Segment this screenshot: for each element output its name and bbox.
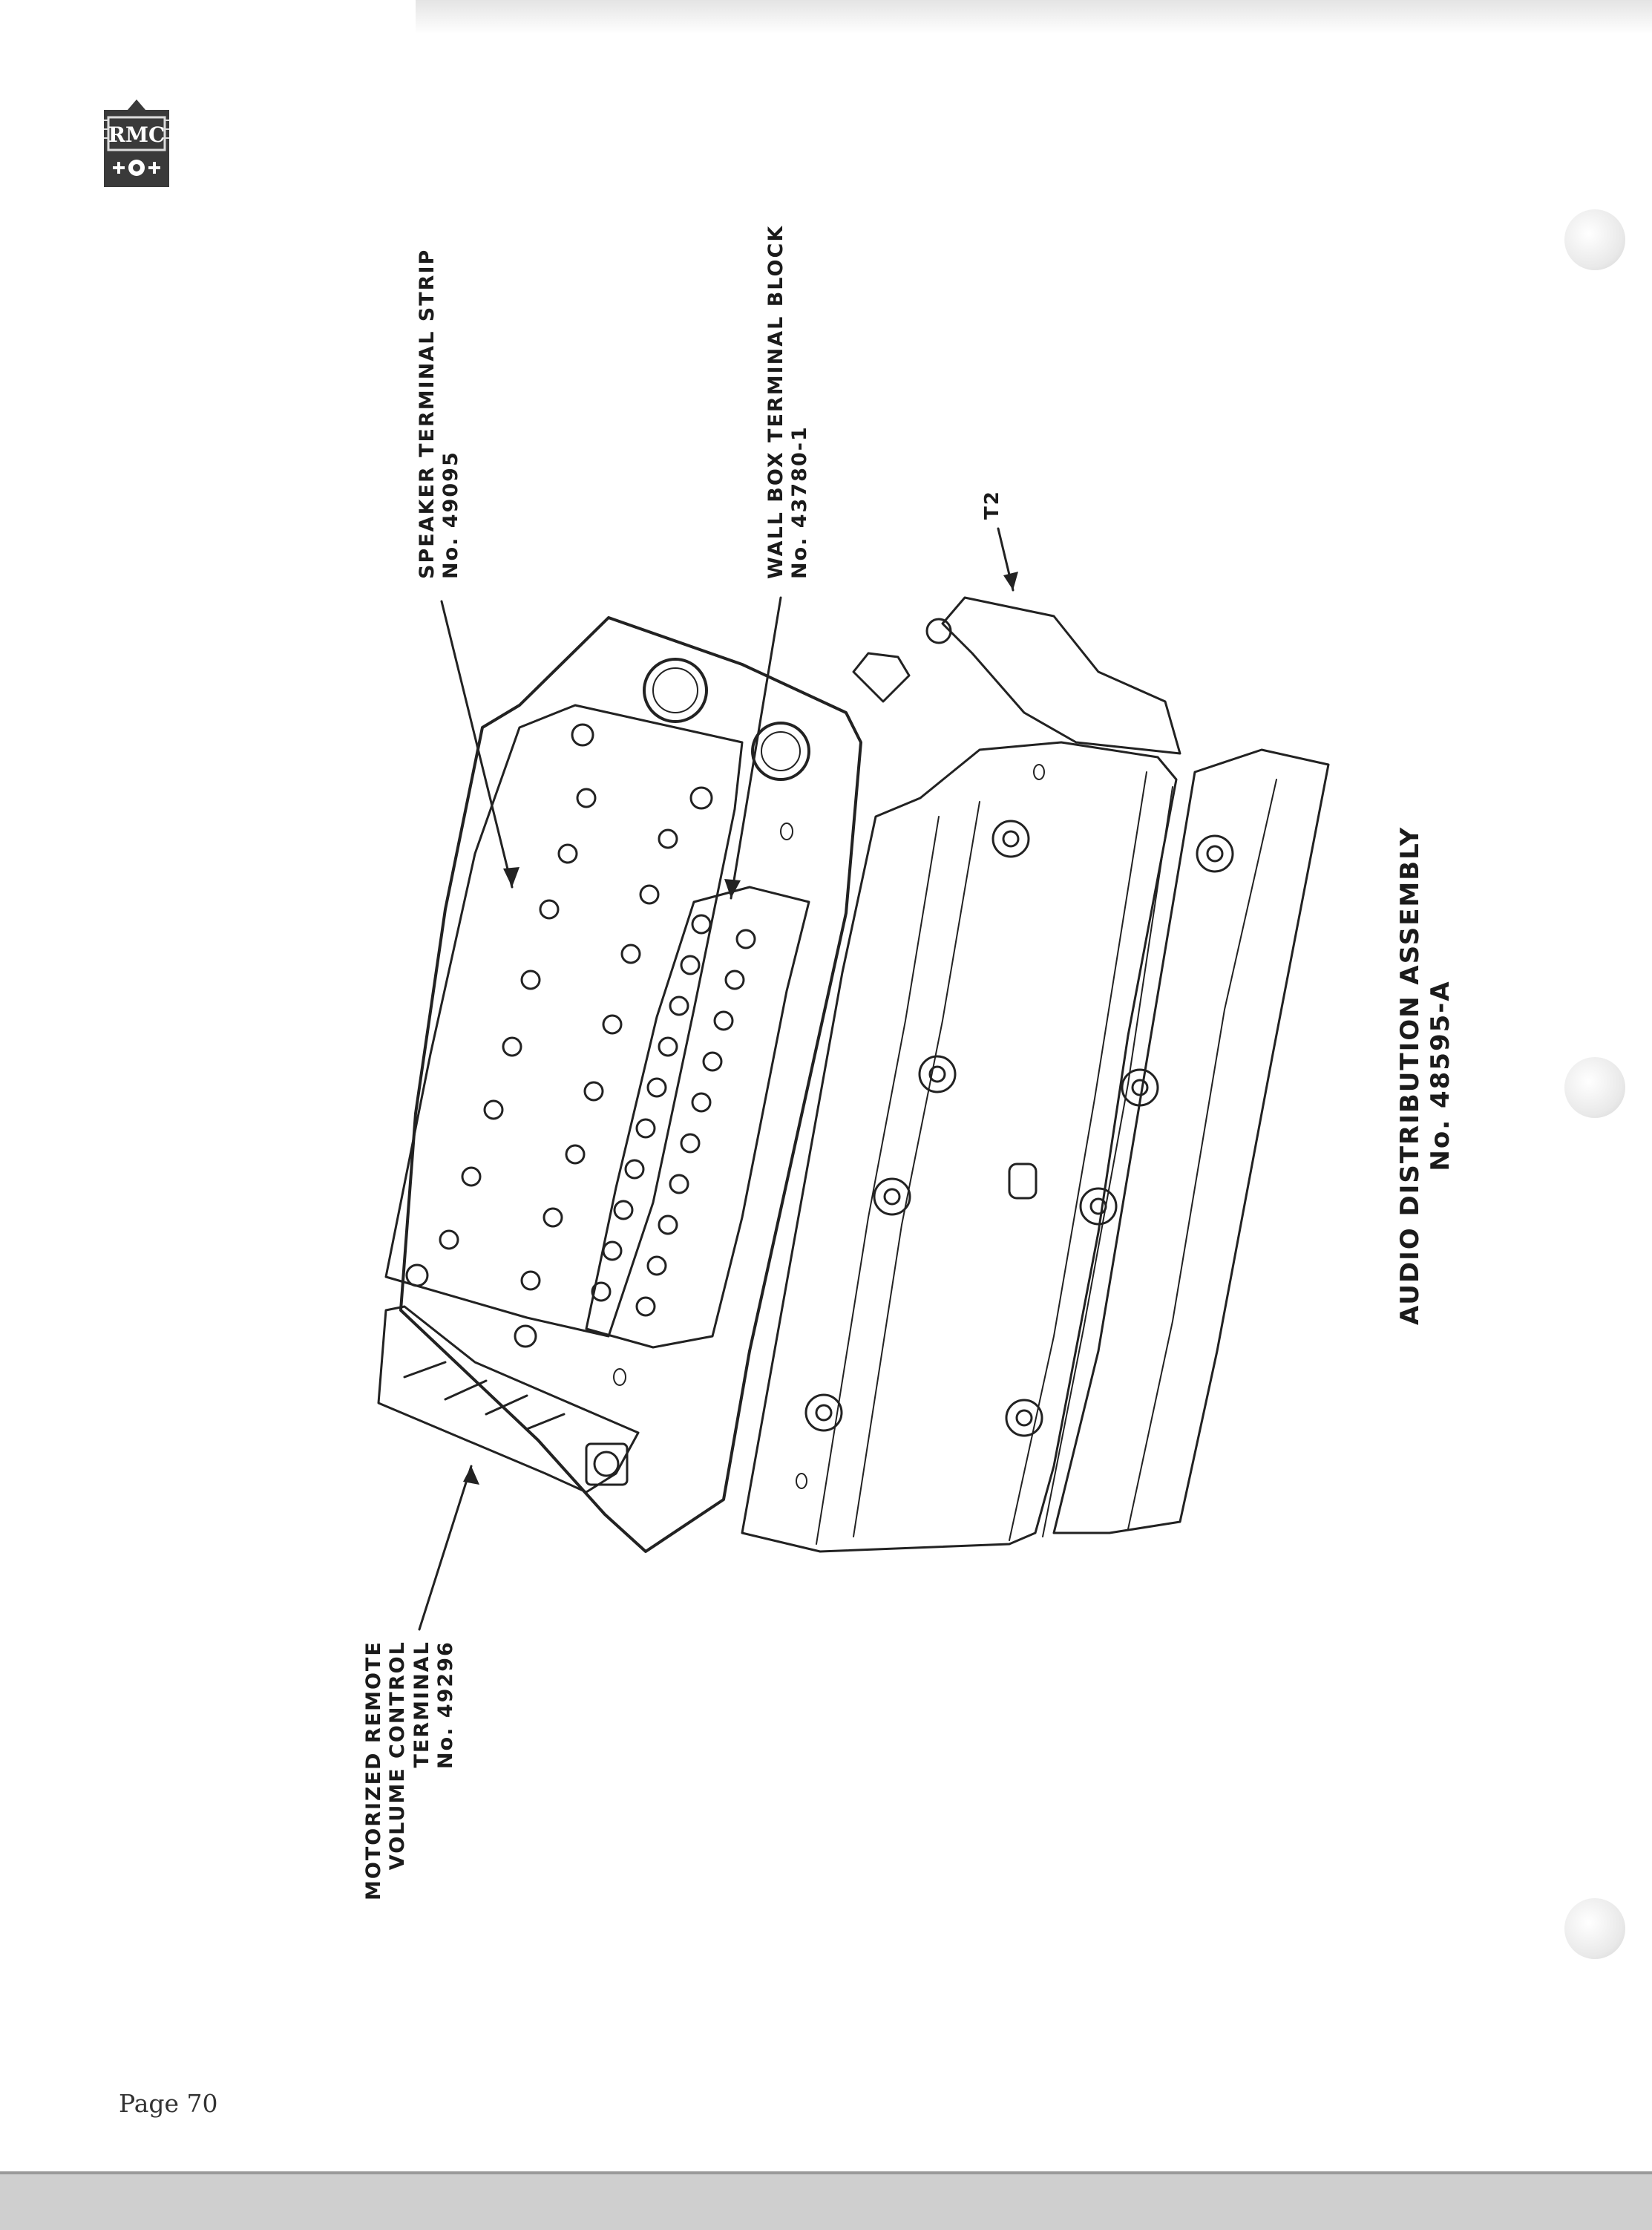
chassis-rail-right — [1052, 748, 1330, 1534]
leader-speaker — [440, 600, 514, 889]
binder-hole-middle — [1564, 1057, 1625, 1118]
volume-control-terminal — [377, 1305, 640, 1494]
scan-bottom-edge — [0, 2171, 1652, 2230]
page-number: Page 70 — [119, 2089, 218, 2118]
figure-caption: AUDIO DISTRIBUTION ASSEMBLY No. 48595-A — [1395, 826, 1456, 1325]
mounting-nuts — [804, 820, 1234, 1437]
logo-text: RMC — [108, 122, 165, 147]
label-wallbox-number: No. 43780-1 — [788, 425, 812, 579]
label-motor-line1: MOTORIZED REMOTE — [362, 1641, 385, 1900]
label-motorized-remote: MOTORIZED REMOTE VOLUME CONTROL TERMINAL… — [362, 1641, 459, 1900]
caption-number: No. 48595-A — [1425, 980, 1455, 1171]
leader-wallbox — [730, 596, 782, 900]
label-t2-text: T2 — [981, 490, 1003, 520]
label-wallbox-terminal-block: WALL BOX TERMINAL BLOCK No. 43780-1 — [764, 225, 813, 579]
binder-hole-top — [1564, 209, 1625, 270]
caption-title: AUDIO DISTRIBUTION ASSEMBLY — [1395, 825, 1425, 1325]
chassis-plate — [399, 616, 862, 1553]
binder-hole-bottom — [1564, 1898, 1625, 1959]
label-motor-number: No. 49296 — [434, 1641, 458, 1769]
label-motor-line3: TERMINAL — [410, 1641, 433, 1768]
speaker-terminals — [439, 788, 678, 1291]
leader-motorized — [418, 1465, 473, 1631]
label-speaker-name: SPEAKER TERMINAL STRIP — [416, 248, 439, 579]
scan-shadow — [416, 0, 1652, 34]
transformer-t2 — [941, 596, 1181, 755]
chassis-hole-large — [643, 658, 708, 723]
chassis-hole-medium — [751, 722, 810, 781]
label-motor-line2: VOLUME CONTROL — [386, 1641, 410, 1871]
label-t2: T2 — [981, 490, 1004, 520]
wallbox-terminal-block — [585, 886, 810, 1349]
chassis-rail-left — [741, 741, 1178, 1553]
rmc-logo-icon: RMC — [104, 99, 169, 187]
label-wallbox-name: WALL BOX TERMINAL BLOCK — [764, 224, 787, 579]
speaker-terminal-board — [384, 704, 744, 1338]
label-speaker-terminal-strip: SPEAKER TERMINAL STRIP No. 49095 — [416, 249, 464, 579]
label-speaker-number: No. 49095 — [439, 451, 463, 579]
